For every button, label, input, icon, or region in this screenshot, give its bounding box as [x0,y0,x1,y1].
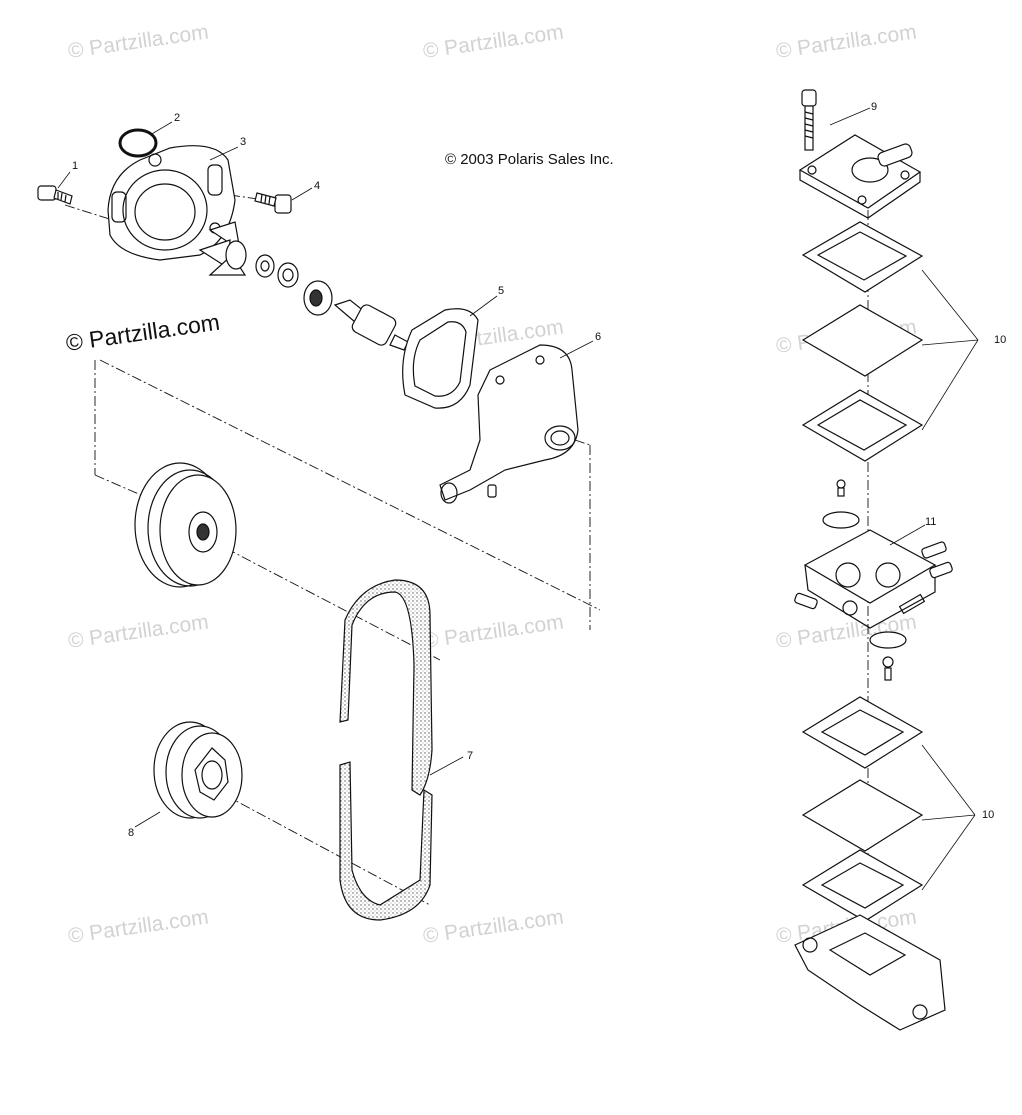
check-valve-parts [822,479,907,681]
fuel-pump-base [794,914,946,1031]
pump-body-6 [439,344,579,504]
bolt-1 [37,185,73,205]
impeller [198,221,247,276]
drive-belt-7 [339,579,433,921]
gasket-set-lower-10 [801,696,924,922]
drive-pulley [134,462,237,588]
copyright-text: © 2003 Polaris Sales Inc. [445,151,614,168]
callout-4: 4 [314,180,321,192]
callout-10-lower: 10 [982,809,995,821]
o-ring-2 [118,128,158,158]
callout-3: 3 [240,136,247,148]
fuel-pump-body-11 [794,529,953,629]
callout-8: 8 [128,827,135,839]
callout-1: 1 [72,160,79,172]
callout-6: 6 [595,331,602,343]
centerline [229,194,266,201]
centerline [574,439,591,446]
bolt-4 [254,192,292,214]
small-pulley-8 [153,721,243,819]
callout-10-upper: 10 [994,334,1007,346]
callout-7: 7 [467,750,474,762]
callout-2: 2 [174,112,181,124]
centerline [224,794,431,906]
gasket-5 [402,308,479,409]
centerline [99,359,601,611]
callout-5: 5 [498,285,505,297]
callout-11: 11 [925,516,937,528]
centerline [209,539,441,661]
screw-9 [801,89,817,151]
gasket-set-upper-10 [801,221,924,462]
pump-cover-3 [107,145,236,261]
pump-shaft [333,299,409,351]
fuel-pump-cover [798,134,922,219]
callout-9: 9 [871,101,878,113]
seal-bearing-stack [255,254,333,316]
